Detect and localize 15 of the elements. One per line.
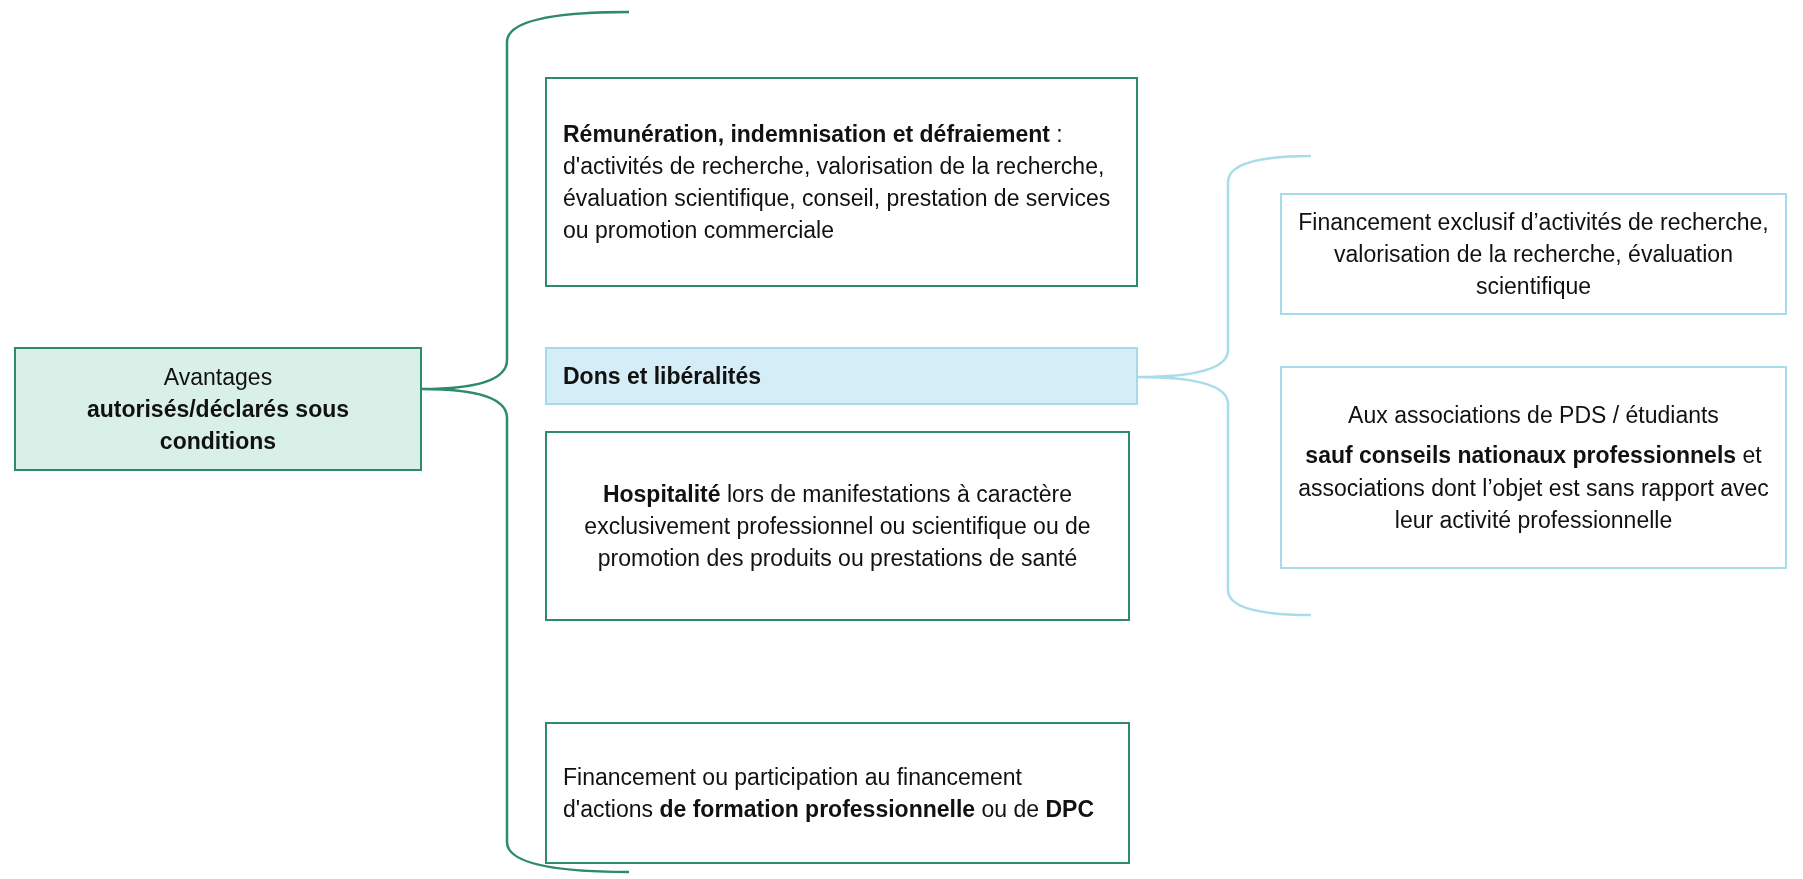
box-text: Dons et libéralités <box>563 361 763 391</box>
text-box <box>14 347 422 471</box>
text-box <box>1280 366 1787 569</box>
box-text: Financement ou participation au financement d'actions de formation professionnelle ou de DPC <box>563 762 1095 824</box>
text-box <box>545 77 1138 287</box>
text-box <box>545 347 1138 405</box>
box-text: Rémunération, indemnisation et défraiement : d'activités de recherche, valorisation de la recherche, évaluation scientifique, conseil, prestation de services ou promotion commerciale <box>563 119 1112 246</box>
box-text: Aux associations de PDS / étudiants <box>1347 401 1720 431</box>
box-text: Avantages autorisés/déclarés sous conditions <box>85 362 351 457</box>
box-text: Financement exclusif d’activités de recherche, valorisation de la recherche, évaluation scientifique <box>1298 207 1769 302</box>
text-box <box>545 431 1130 621</box>
box-text: Hospitalité lors de manifestations à caractère exclusivement professionnel ou scientifique ou de promotion des produits ou prestations de santé <box>583 479 1092 574</box>
text-box <box>545 722 1130 864</box>
box-text: sauf conseils nationaux professionnels et associations dont l’objet est sans rapport avec leur activité professionnelle <box>1298 441 1769 535</box>
text-box <box>1280 193 1787 315</box>
